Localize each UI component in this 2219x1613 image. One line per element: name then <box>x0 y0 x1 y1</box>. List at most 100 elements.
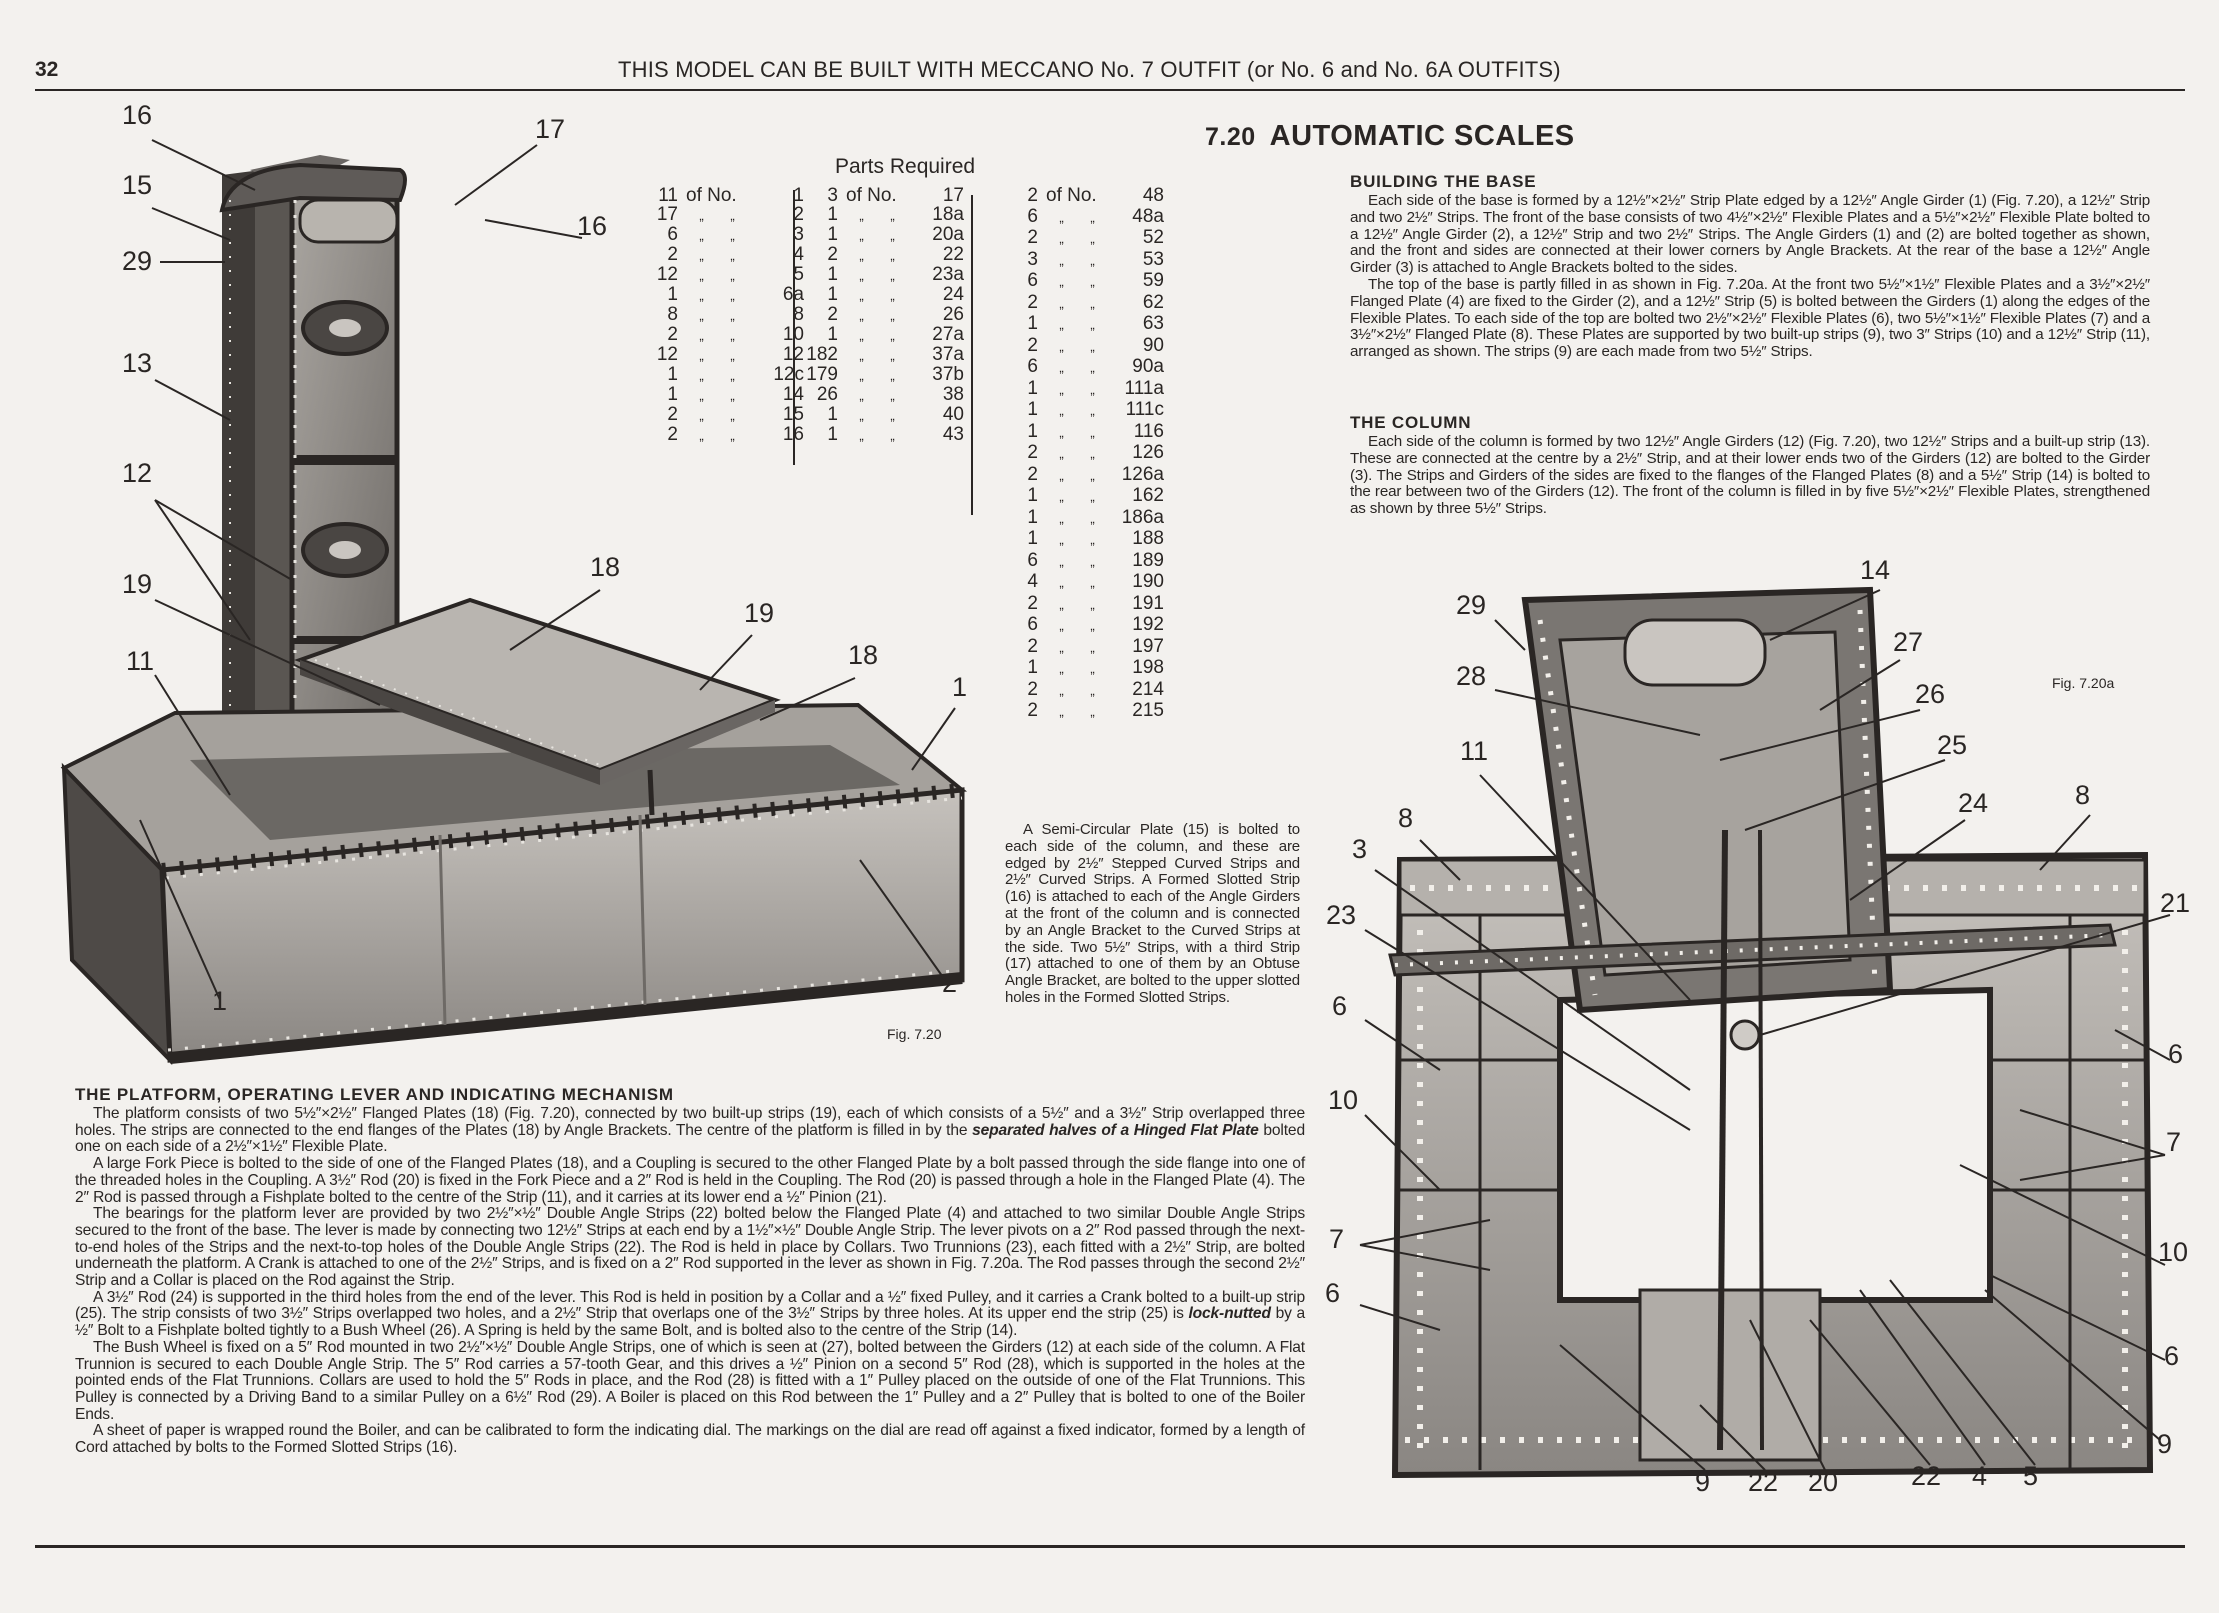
parts-row: 2„„15 <box>640 405 804 425</box>
part-quantity: 2 <box>667 244 678 265</box>
ditto-mark: „ <box>1059 209 1064 225</box>
of-no-label: „„ <box>678 205 748 225</box>
callout: 22 <box>1748 1467 1779 1497</box>
parts-row: 6„„192 <box>1000 614 1164 637</box>
part-quantity: 3 <box>1027 248 1038 270</box>
of-no-label: „„ <box>838 285 908 305</box>
callout: 14 <box>1860 555 1891 585</box>
ditto-mark: „ <box>730 288 735 303</box>
part-quantity: 2 <box>667 324 678 345</box>
of-no-label: „„ <box>1038 228 1108 250</box>
ditto-mark: „ <box>699 208 704 223</box>
callout: 6 <box>1325 1278 1341 1308</box>
part-quantity: 1 <box>1027 399 1038 420</box>
ditto-mark: „ <box>1090 446 1095 461</box>
ditto-mark: „ <box>1059 274 1064 289</box>
paragraph: A 3½″ Rod (24) is supported in the third… <box>75 1288 1305 1340</box>
paragraph: Each side of the column is formed by two… <box>1350 433 2150 518</box>
part-number: 15 <box>748 405 804 425</box>
part-number: 188 <box>1132 528 1164 549</box>
callout: 22 <box>1911 1461 1942 1491</box>
ditto-mark: „ <box>730 248 735 263</box>
ditto-mark: „ <box>1090 295 1095 311</box>
of-no-label: „„ <box>838 385 908 405</box>
callout: 5 <box>2023 1461 2039 1491</box>
of-no-label: „„ <box>838 425 908 445</box>
part-number: 40 <box>942 404 964 425</box>
part-number: 23a <box>932 264 964 285</box>
part-number: 16 <box>748 425 804 445</box>
part-quantity: 2 <box>1027 592 1038 614</box>
emphasis: lock-nutted <box>1188 1305 1271 1323</box>
ditto-mark: „ <box>1090 596 1095 612</box>
ditto-mark: „ <box>1059 553 1064 569</box>
ditto-mark: „ <box>890 388 895 403</box>
ditto-mark: „ <box>699 388 704 403</box>
of-no-label: „„ <box>1038 400 1108 422</box>
part-quantity: 2 <box>1027 678 1038 700</box>
ditto-mark: „ <box>1090 553 1095 569</box>
parts-row: 2„„62 <box>1000 292 1164 315</box>
part-number: 22 <box>942 244 964 265</box>
part-quantity: 2 <box>827 304 838 325</box>
callout: 16 <box>577 211 608 241</box>
callout: 19 <box>122 569 153 599</box>
part-number: 59 <box>1142 270 1164 291</box>
part-quantity: 182 <box>806 344 838 365</box>
of-no-label: „„ <box>1038 486 1108 508</box>
part-number: 8 <box>793 304 804 325</box>
callout: 17 <box>535 114 566 144</box>
of-no-label: „„ <box>1038 314 1108 336</box>
callout: 19 <box>744 598 775 628</box>
ditto-mark: „ <box>1090 661 1095 676</box>
of-no-label: „„ <box>1038 615 1108 637</box>
ditto-mark: „ <box>859 248 864 263</box>
of-no-label: „„ <box>678 285 748 305</box>
ditto-mark: „ <box>1090 639 1095 655</box>
ditto-mark: „ <box>1090 510 1095 526</box>
of-no-label: „„ <box>838 345 908 365</box>
parts-required-heading: Parts Required <box>835 155 976 178</box>
of-no-label: „„ <box>1038 658 1108 680</box>
of-no-label: „„ <box>838 405 908 425</box>
paragraph: A large Fork Piece is bolted to the side… <box>75 1155 1305 1206</box>
ditto-mark: „ <box>1090 467 1095 483</box>
ditto-mark: „ <box>699 348 704 363</box>
ditto-mark: „ <box>1090 338 1095 354</box>
part-number: 37a <box>932 344 964 365</box>
parts-row: 182„„ 37a <box>800 345 964 365</box>
part-number: 14 <box>748 385 804 405</box>
of-no-label: of No. <box>1046 185 1097 206</box>
parts-row: 8„„8 <box>640 305 804 325</box>
callout: 1 <box>952 672 968 702</box>
ditto-mark: „ <box>1059 510 1064 526</box>
of-no-label: „„ <box>838 205 908 225</box>
parts-row: 2„„90 <box>1000 335 1164 358</box>
part-number: 126 <box>1132 442 1164 463</box>
part-number: 20a <box>932 224 964 245</box>
callout: 4 <box>1972 1461 1988 1491</box>
footer-rule <box>35 1545 2185 1548</box>
ditto-mark: „ <box>730 208 735 223</box>
part-number: 10 <box>748 325 804 345</box>
of-no-label: „„ <box>1038 572 1108 594</box>
part-quantity: 1 <box>1027 377 1038 399</box>
paragraph: The platform consists of two 5½″×2½″ Fla… <box>75 1105 1305 1156</box>
ditto-mark: „ <box>1059 446 1064 461</box>
ditto-mark: „ <box>890 368 895 383</box>
ditto-mark: „ <box>1090 575 1095 590</box>
part-quantity: 1 <box>827 424 838 445</box>
part-quantity: 1 <box>827 204 838 225</box>
ditto-mark: „ <box>1090 489 1095 504</box>
ditto-mark: „ <box>890 268 895 283</box>
text: A 3½″ Rod (24) is supported in the third… <box>75 1288 1305 1323</box>
parts-row: 1„„116 <box>1000 421 1164 444</box>
part-quantity: 26 <box>816 384 838 405</box>
section-column-text: Each side of the column is formed by two… <box>1350 433 2150 518</box>
callout: 12 <box>122 458 153 488</box>
of-no-label: „„ <box>678 405 748 425</box>
ditto-mark: „ <box>730 308 735 323</box>
ditto-mark: „ <box>859 308 864 323</box>
callout: 8 <box>2075 780 2091 810</box>
